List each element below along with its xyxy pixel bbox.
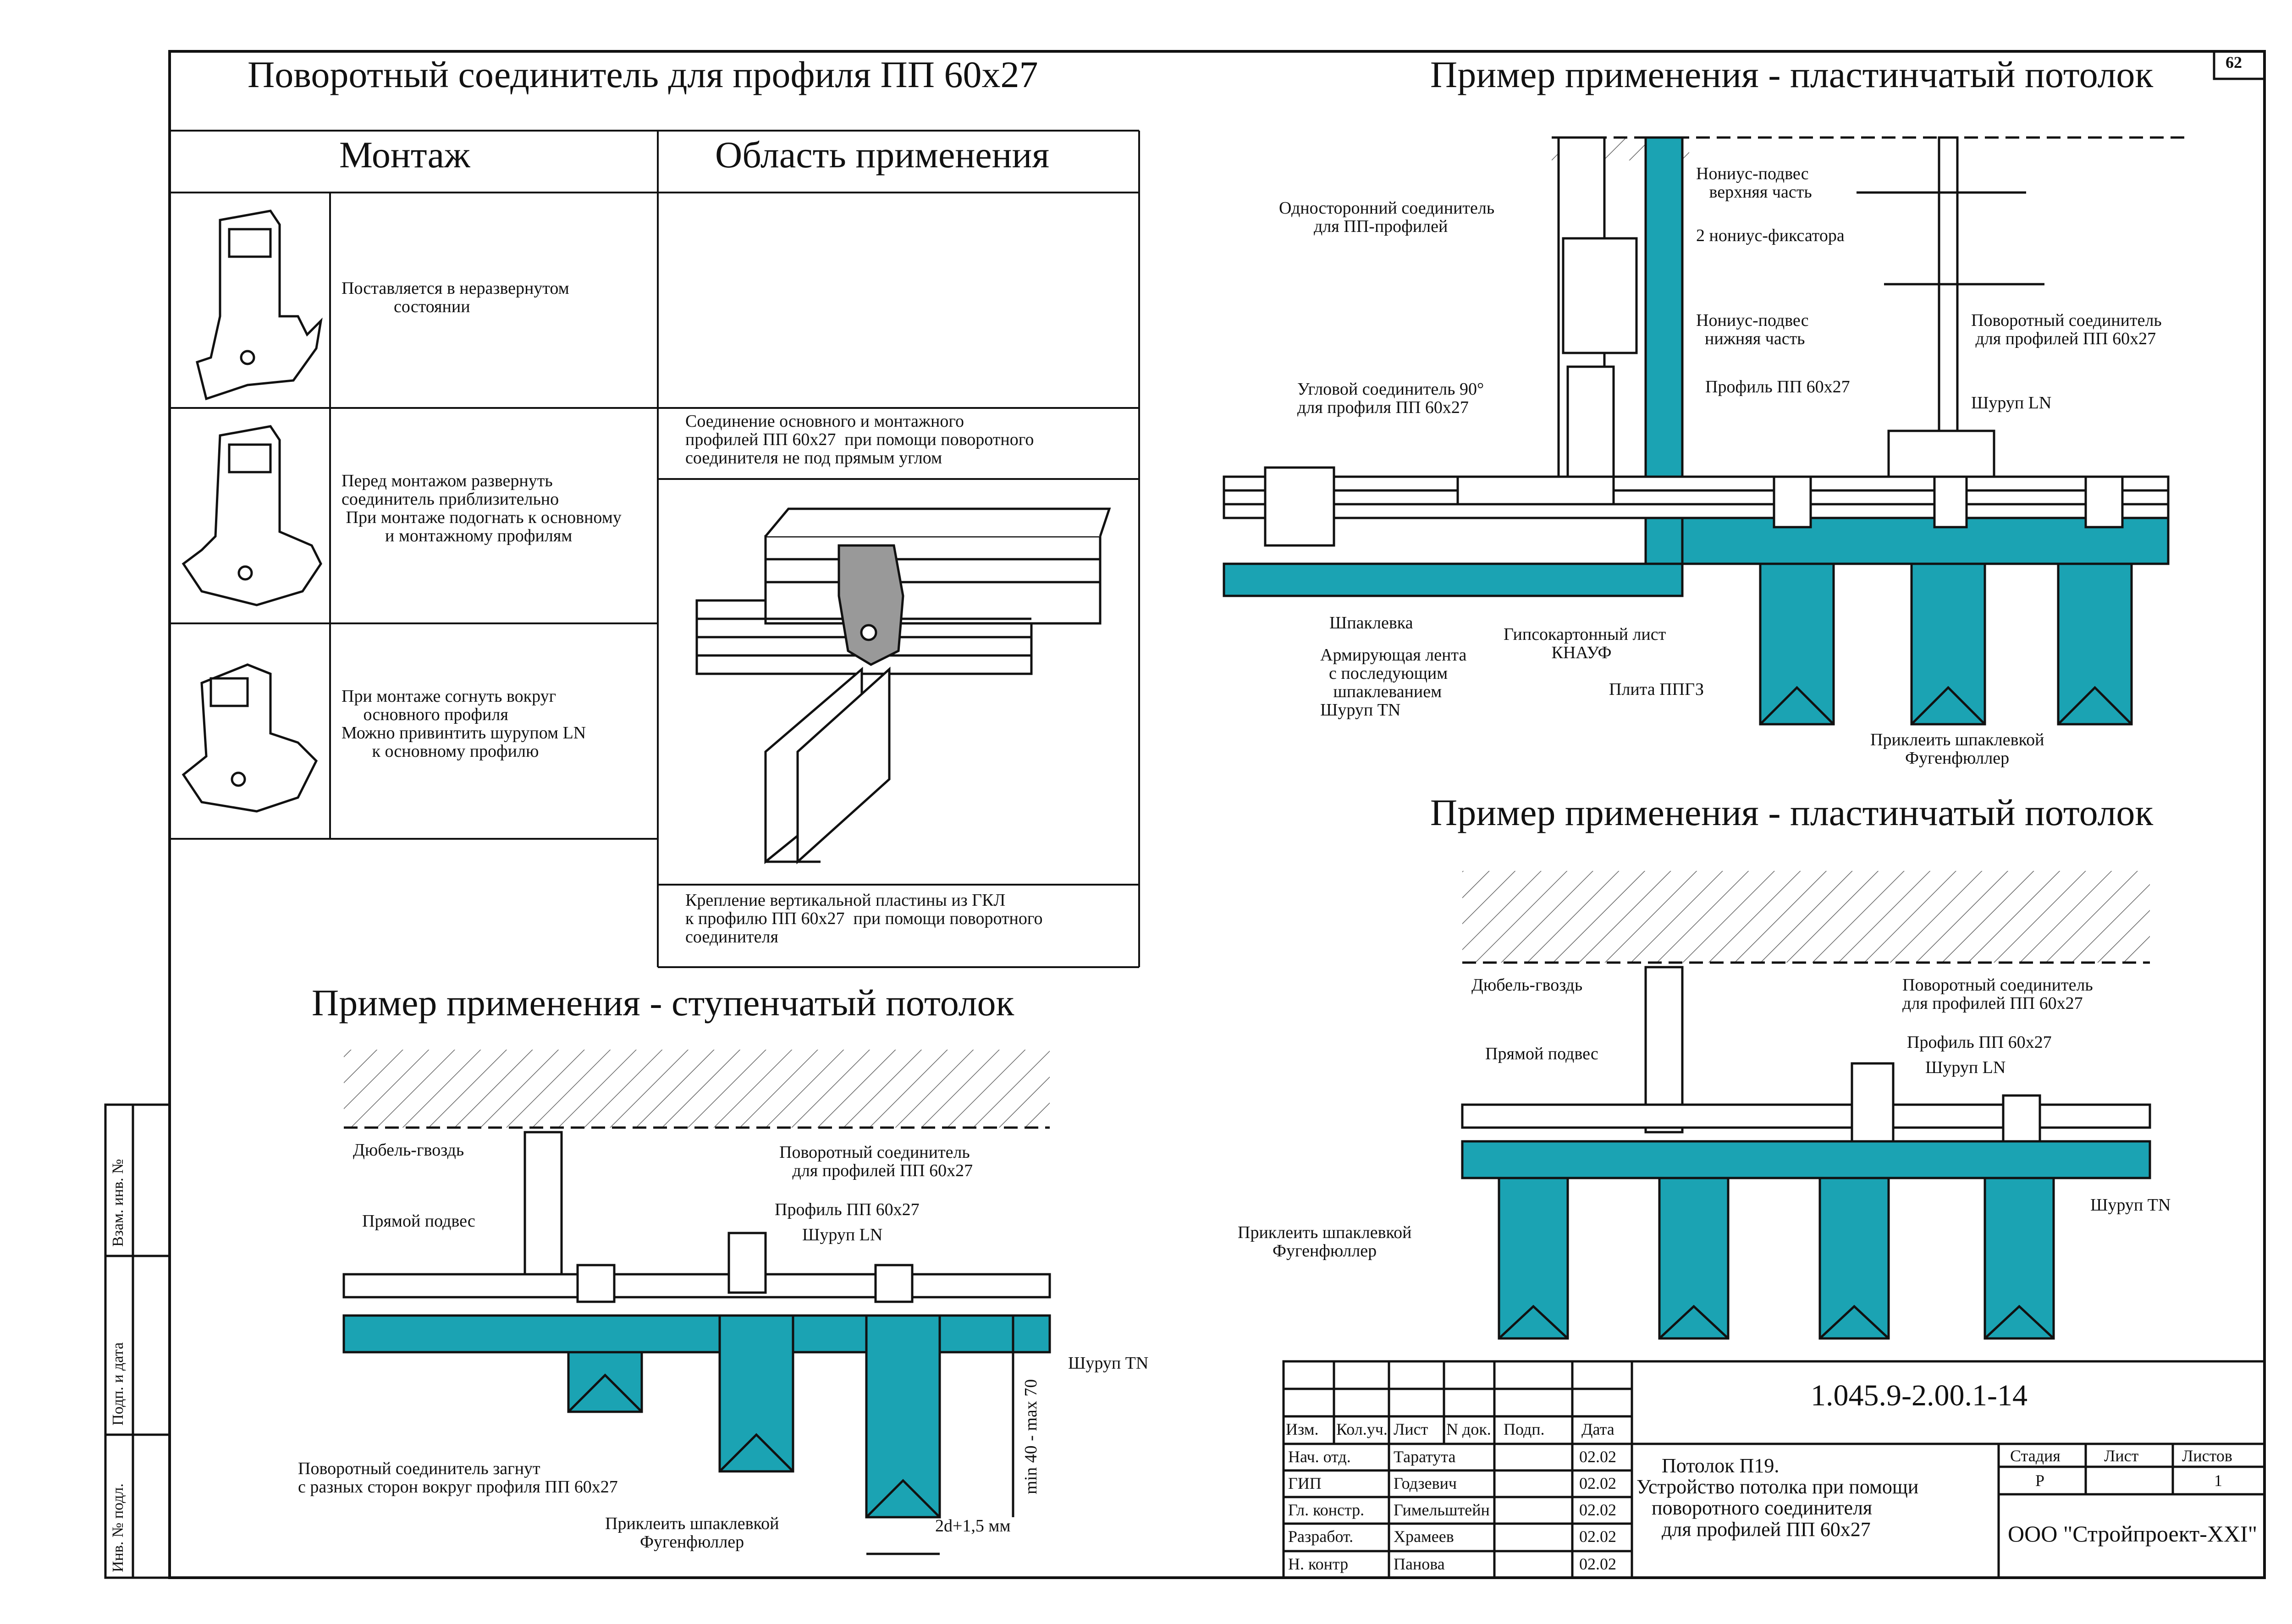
title-block-grid bbox=[1282, 1360, 2266, 1579]
tb-header-date: Дата bbox=[1581, 1420, 1614, 1438]
tb-row-1-role: Нач. отд. bbox=[1288, 1448, 1351, 1466]
plate-bottom-label-screw-tn: Шуруп TN bbox=[2090, 1195, 2171, 1215]
plate-top-drawing bbox=[1223, 136, 2191, 726]
stamp-replace-inv: Взам. инв. № bbox=[110, 1159, 127, 1247]
tb-row-5-role: Н. контр bbox=[1288, 1555, 1349, 1573]
sheet-frame bbox=[168, 50, 2266, 1579]
tb-row-4-role: Разработ. bbox=[1288, 1527, 1354, 1546]
plate-top-label-nonius-bottom: Нониус-подвес нижняя часть bbox=[1696, 311, 1809, 348]
profile-perspective bbox=[695, 507, 1111, 864]
tb-row-2-role: ГИП bbox=[1288, 1474, 1322, 1492]
plate-top-title: Пример применения - пластинчатый потолок bbox=[1430, 54, 2154, 95]
connector-title: Поворотный соединитель для профиля ПП 60… bbox=[248, 54, 1038, 95]
tb-sheet-label: Лист bbox=[2104, 1447, 2139, 1465]
tb-row-3-date: 02.02 bbox=[1579, 1501, 1616, 1519]
plate-top-label-nonius-top: Нониус-подвес верхняя часть bbox=[1696, 164, 1812, 202]
use-top-text: Соединение основного и монтажного профил… bbox=[685, 412, 1034, 468]
plate-bottom-label-profile: Профиль ПП 60х27 bbox=[1907, 1033, 2052, 1052]
step-label-dowel: Дюбель-гвоздь bbox=[353, 1140, 464, 1160]
tb-sheets-label: Листов bbox=[2182, 1447, 2232, 1465]
step-label-rot-conn: Поворотный соединитель для профилей ПП 6… bbox=[779, 1143, 973, 1180]
tb-description: Потолок П19. Устройство потолка при помо… bbox=[1636, 1454, 1919, 1541]
column-use-header: Область применения bbox=[715, 134, 1050, 176]
tb-organization: ООО "Стройпроект-XXI" bbox=[2008, 1521, 2258, 1547]
plate-bottom-label-dowel: Дюбель-гвоздь bbox=[1471, 975, 1583, 995]
document-code: 1.045.9-2.00.1-14 bbox=[1811, 1379, 2028, 1412]
plate-top-label-ppgz: Плита ППГЗ bbox=[1609, 680, 1704, 699]
tb-row-1-name: Таратута bbox=[1394, 1448, 1456, 1466]
tb-row-5-date: 02.02 bbox=[1579, 1555, 1616, 1573]
tb-header-koluch: Кол.уч. bbox=[1336, 1420, 1388, 1438]
step-label-screw-tn: Шуруп TN bbox=[1068, 1354, 1149, 1373]
step-2-text: Перед монтажом развернуть соединитель пр… bbox=[342, 471, 622, 545]
tb-header-podp: Подп. bbox=[1504, 1420, 1545, 1438]
step-1-text: Поставляется в неразвернутом состоянии bbox=[342, 279, 569, 316]
connector-sketch-1 bbox=[196, 209, 323, 401]
plate-bottom-title: Пример применения - пластинчатый потолок bbox=[1430, 792, 2154, 833]
sheet-number: 62 bbox=[2226, 53, 2242, 72]
stamp-sign-date: Подп. и дата bbox=[110, 1342, 127, 1426]
plate-top-label-screw-tn: Шуруп TN bbox=[1320, 700, 1401, 720]
tb-header-list: Лист bbox=[1394, 1420, 1428, 1438]
step-ceiling-title: Пример применения - ступенчатый потолок bbox=[312, 982, 1014, 1024]
tb-row-2-name: Годзевич bbox=[1394, 1474, 1457, 1492]
step-label-profile: Профиль ПП 60х27 bbox=[775, 1200, 920, 1219]
tb-row-3-name: Гимельштейн bbox=[1394, 1501, 1490, 1519]
step-drawing bbox=[342, 1050, 1051, 1555]
connector-sketch-2 bbox=[182, 425, 322, 606]
stamp-original-inv: Инв. № подл. bbox=[110, 1483, 127, 1572]
plate-top-label-one-side: Односторонний соединитель для ПП-профиле… bbox=[1279, 198, 1495, 236]
tb-row-2-date: 02.02 bbox=[1579, 1474, 1616, 1492]
tb-header-izm: Изм. bbox=[1286, 1420, 1319, 1438]
plate-top-label-gkl: Гипсокартонный лист КНАУФ bbox=[1504, 625, 1666, 662]
plate-bottom-label-hanger: Прямой подвес bbox=[1485, 1044, 1598, 1063]
plate-top-label-putty: Шпаклевка bbox=[1329, 613, 1413, 633]
plate-top-label-glue: Приклеить шпаклевкой Фугенфюллер bbox=[1870, 730, 2044, 768]
plate-bottom-label-glue: Приклеить шпаклевкой Фугенфюллер bbox=[1238, 1223, 1412, 1261]
tb-row-1-date: 02.02 bbox=[1579, 1448, 1616, 1466]
tb-header-ndoc: N док. bbox=[1446, 1420, 1491, 1438]
plate-bottom-label-screw-ln: Шуруп LN bbox=[1925, 1058, 2006, 1077]
plate-top-label-tape: Армирующая лента с последующим шпаклеван… bbox=[1320, 645, 1467, 701]
plate-top-label-screw-ln: Шуруп LN bbox=[1971, 393, 2052, 413]
tb-row-3-role: Гл. констр. bbox=[1288, 1501, 1365, 1519]
tb-row-4-name: Храмеев bbox=[1394, 1527, 1454, 1546]
plate-top-label-profile: Профиль ПП 60х27 bbox=[1705, 377, 1850, 396]
tb-sheets-value: 1 bbox=[2214, 1471, 2222, 1490]
step-label-bent: Поворотный соединитель загнут с разных с… bbox=[298, 1459, 618, 1497]
tb-stage-label: Стадия bbox=[2010, 1447, 2061, 1465]
step-dimension-horizontal: 2d+1,5 мм bbox=[935, 1516, 1011, 1536]
plate-bottom-label-rot-conn: Поворотный соединитель для профилей ПП 6… bbox=[1902, 975, 2093, 1013]
plate-bottom-drawing bbox=[1461, 871, 2151, 1340]
step-label-glue: Приклеить шпаклевкой Фугенфюллер bbox=[605, 1514, 779, 1552]
connector-sketch-3 bbox=[182, 663, 318, 813]
plate-top-label-fixers: 2 нониус-фиксатора bbox=[1696, 226, 1845, 245]
step-dimension-vertical: min 40 - max 70 bbox=[1021, 1379, 1041, 1494]
column-mount-header: Монтаж bbox=[339, 134, 470, 176]
step-label-hanger: Прямой подвес bbox=[362, 1211, 475, 1231]
plate-top-label-angle: Угловой соединитель 90° для профиля ПП 6… bbox=[1297, 380, 1484, 417]
left-table bbox=[170, 130, 1140, 968]
use-bottom-text: Крепление вертикальной пластины из ГКЛ к… bbox=[685, 891, 1043, 947]
plate-top-label-rot-conn: Поворотный соединитель для профилей ПП 6… bbox=[1971, 311, 2162, 348]
sheet-number-box bbox=[2213, 50, 2266, 80]
tb-row-5-name: Панова bbox=[1394, 1555, 1445, 1573]
tb-stage-value: Р bbox=[2035, 1471, 2045, 1490]
tb-row-4-date: 02.02 bbox=[1579, 1527, 1616, 1546]
step-3-text: При монтаже согнуть вокруг основного про… bbox=[342, 687, 586, 761]
side-stamp bbox=[104, 1103, 171, 1579]
step-label-screw-ln: Шуруп LN bbox=[802, 1225, 883, 1244]
